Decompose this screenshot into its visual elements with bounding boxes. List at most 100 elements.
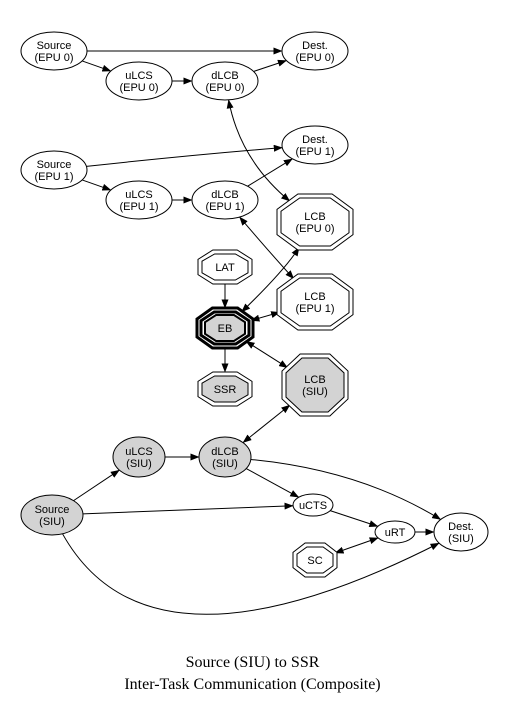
node-src-epu1: Source(EPU 1) (20, 150, 88, 190)
edge-lcb-epu0-to-eb (241, 247, 300, 313)
node-lcb-epu1: LCB(EPU 1) (276, 273, 354, 331)
node-label: (EPU 1) (295, 146, 334, 158)
node-label: (EPU 1) (295, 303, 334, 315)
edge-sc-to-urt (334, 537, 379, 554)
node-shape (292, 493, 334, 517)
node-label: (SIU) (39, 516, 65, 528)
node-dest-epu0: Dest.(EPU 0) (281, 31, 349, 71)
node-label: (EPU 0) (119, 82, 158, 94)
node-dlcb-epu1: dLCB(EPU 1) (191, 180, 259, 220)
node-label: dLCB (211, 189, 239, 201)
node-inner-shape (201, 375, 249, 403)
node-label: uRT (385, 527, 406, 539)
node-inner-shape (280, 277, 350, 327)
node-label: LAT (215, 262, 235, 274)
node-shape (198, 436, 252, 478)
node-label: (EPU 0) (205, 82, 244, 94)
node-src-siu: Source(SIU) (20, 494, 84, 536)
node-lat: LAT (197, 249, 253, 285)
node-label: (SIU) (126, 458, 152, 470)
node-ulcs-epu1: uLCS(EPU 1) (105, 180, 173, 220)
edge-lcb-epu1-to-eb (250, 311, 281, 322)
edge-layer (62, 47, 442, 615)
node-src-epu0: Source(EPU 0) (20, 31, 88, 71)
node-dest-siu: Dest.(SIU) (433, 512, 489, 552)
edge-eb-to-lcb-siu (245, 340, 289, 369)
node-label: dLCB (211, 446, 239, 458)
node-label: (EPU 1) (34, 171, 73, 183)
node-ulcs-epu0: uLCS(EPU 0) (105, 61, 173, 101)
node-label: (SIU) (302, 386, 328, 398)
node-urt: uRT (374, 520, 416, 544)
node-label: Source (37, 159, 72, 171)
node-shape (191, 61, 259, 101)
node-label: LCB (304, 374, 325, 386)
node-shape (281, 125, 349, 165)
node-shape (191, 180, 259, 220)
node-eb: EB (195, 306, 255, 350)
node-dest-epu1: Dest.(EPU 1) (281, 125, 349, 165)
node-ssr: SSR (197, 371, 253, 407)
node-label: Source (37, 40, 72, 52)
edge-src-epu0-to-ulcs-epu0 (81, 60, 112, 72)
node-ulcs-siu: uLCS(SIU) (112, 436, 166, 478)
node-shape (281, 31, 349, 71)
node-label: Dest. (302, 134, 328, 146)
edge-dlcb-epu0-to-lcb-epu0 (226, 99, 291, 202)
node-ucts: uCTS (292, 493, 334, 517)
node-label: LCB (304, 211, 325, 223)
node-label: (EPU 0) (295, 223, 334, 235)
node-shape (105, 61, 173, 101)
node-lcb-epu0: LCB(EPU 0) (276, 193, 354, 251)
node-label: Source (35, 504, 70, 516)
node-label: uLCS (125, 70, 153, 82)
node-shape (20, 150, 88, 190)
edge-dlcb-siu-to-dest-siu (250, 458, 442, 520)
node-shape (20, 494, 84, 536)
edge-ucts-to-urt (330, 510, 379, 528)
node-layer: Source(EPU 0)Dest.(EPU 0)uLCS(EPU 0)dLCB… (20, 31, 489, 578)
node-label: uLCS (125, 446, 153, 458)
edge-src-epu1-to-ulcs-epu1 (81, 179, 112, 191)
node-label: (EPU 0) (34, 52, 73, 64)
node-label: (SIU) (212, 458, 238, 470)
node-label: dLCB (211, 70, 239, 82)
node-label: Dest. (448, 521, 474, 533)
node-label: uLCS (125, 189, 153, 201)
edge-src-siu-to-dest-siu (62, 533, 440, 615)
node-label: SSR (214, 384, 237, 396)
node-dlcb-epu0: dLCB(EPU 0) (191, 61, 259, 101)
node-shape (433, 512, 489, 552)
edge-src-siu-to-ucts (82, 502, 294, 515)
diagram-caption-title: Source (SIU) to SSR (185, 654, 320, 671)
node-label: LCB (304, 291, 325, 303)
node-lcb-siu: LCB(SIU) (281, 353, 349, 417)
edge-dlcb-siu-to-ucts (245, 468, 300, 498)
edge-src-siu-to-ulcs-siu (73, 469, 120, 502)
edge-dlcb-siu-to-lcb-siu (242, 404, 291, 443)
node-label: SC (307, 555, 322, 567)
node-inner-shape (204, 314, 246, 342)
node-shape (374, 520, 416, 544)
node-label: EB (218, 323, 233, 335)
diagram-caption-subtitle: Inter-Task Communication (Composite) (124, 676, 381, 693)
edge-dlcb-epu0-to-dest-epu0 (253, 59, 287, 72)
node-shape (112, 436, 166, 478)
node-label: (EPU 1) (119, 201, 158, 213)
node-label: (EPU 1) (205, 201, 244, 213)
node-shape (20, 31, 88, 71)
node-sc: SC (292, 542, 338, 578)
node-inner-shape (280, 197, 350, 247)
node-inner-shape (285, 357, 345, 413)
node-dlcb-siu: dLCB(SIU) (198, 436, 252, 478)
node-label: (SIU) (448, 533, 474, 545)
edge-dlcb-epu1-to-dest-epu1 (247, 158, 293, 187)
node-label: (EPU 0) (295, 52, 334, 64)
node-inner-shape (296, 546, 334, 574)
node-label: uCTS (299, 500, 327, 512)
node-shape (105, 180, 173, 220)
node-label: Dest. (302, 40, 328, 52)
node-inner-shape (201, 253, 249, 281)
edge-src-epu1-to-dest-epu1 (86, 144, 283, 167)
